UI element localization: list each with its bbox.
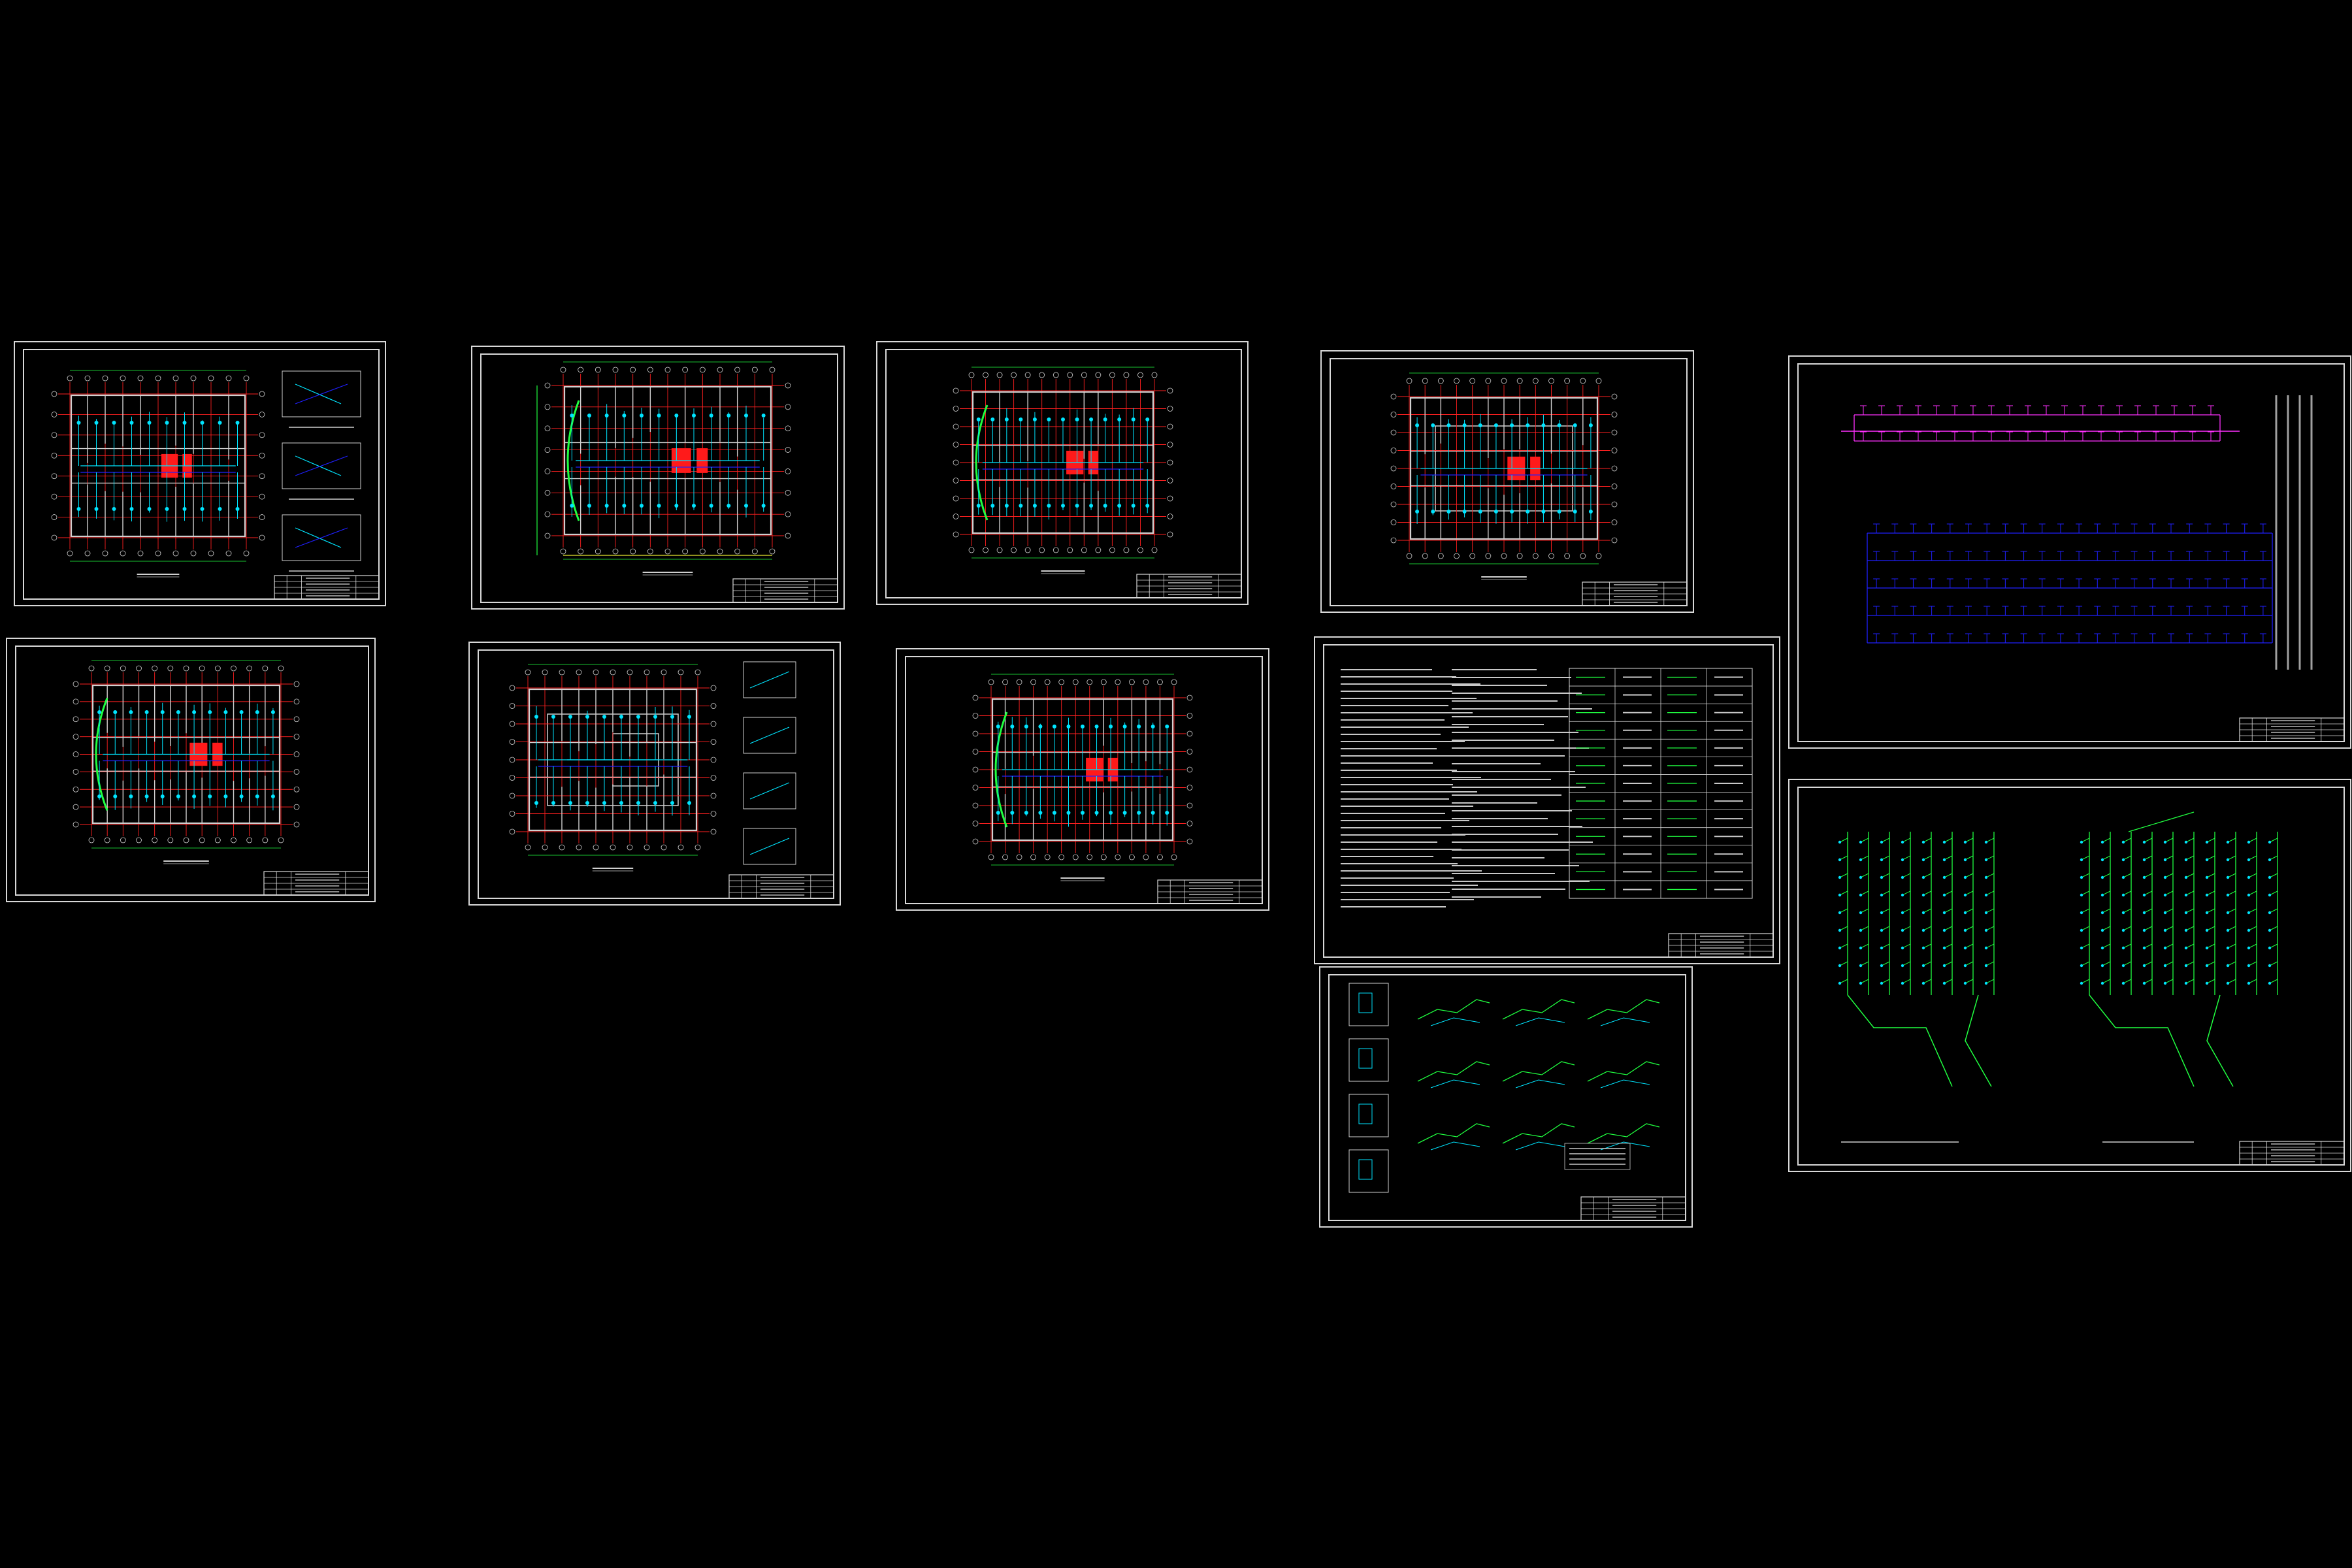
sheet-standard-floor-plan-b[interactable] — [896, 648, 1269, 911]
title-block — [274, 575, 380, 600]
sheet-detail-drawings[interactable] — [1319, 966, 1693, 1228]
sheet-standard-floor-plan-a[interactable] — [876, 341, 1249, 605]
plan-caption — [1060, 877, 1105, 881]
sheet-first-floor-plan[interactable] — [471, 346, 845, 610]
title-block — [1136, 574, 1242, 598]
pipes — [1415, 414, 1593, 524]
walls — [528, 688, 698, 832]
plan-caption — [137, 574, 180, 578]
sheet-basement-plan[interactable] — [14, 341, 386, 606]
pipes — [976, 408, 1150, 520]
drainage-risers — [1838, 811, 2278, 1087]
legend-table — [1569, 668, 1753, 899]
detail-sketches — [1348, 983, 1660, 1193]
water-supply-riser-top — [1841, 405, 2240, 442]
pipes — [534, 706, 691, 816]
sheet-top-plan-details[interactable] — [468, 642, 841, 906]
plan-caption — [1481, 576, 1527, 580]
walls — [91, 684, 281, 825]
pipes — [570, 404, 766, 519]
walls — [563, 385, 772, 536]
pipes — [97, 702, 275, 811]
sheet-drainage-system[interactable] — [1788, 779, 2351, 1172]
pipes — [996, 717, 1169, 827]
sheet-design-notes-legend[interactable] — [1314, 636, 1780, 964]
title-block — [1157, 879, 1263, 904]
plan-caption — [1041, 570, 1085, 574]
sheet-water-supply-system[interactable] — [1788, 355, 2351, 749]
pipes — [76, 412, 240, 522]
sheet-second-floor-plan[interactable] — [6, 638, 376, 902]
notes-text — [1341, 669, 1593, 907]
title-block — [1580, 1196, 1686, 1221]
plan-caption — [163, 860, 209, 864]
title-block — [2239, 717, 2345, 742]
title-block — [728, 874, 834, 899]
plan-caption — [642, 572, 693, 576]
title-block — [2239, 1141, 2345, 1166]
title-block — [1668, 933, 1774, 958]
water-supply-riser-bottom — [1867, 523, 2273, 644]
title-block — [263, 871, 369, 896]
sheet-roof-plan[interactable] — [1320, 350, 1694, 613]
title-block — [1582, 581, 1688, 606]
plan-caption — [592, 868, 634, 872]
title-block — [732, 578, 838, 603]
